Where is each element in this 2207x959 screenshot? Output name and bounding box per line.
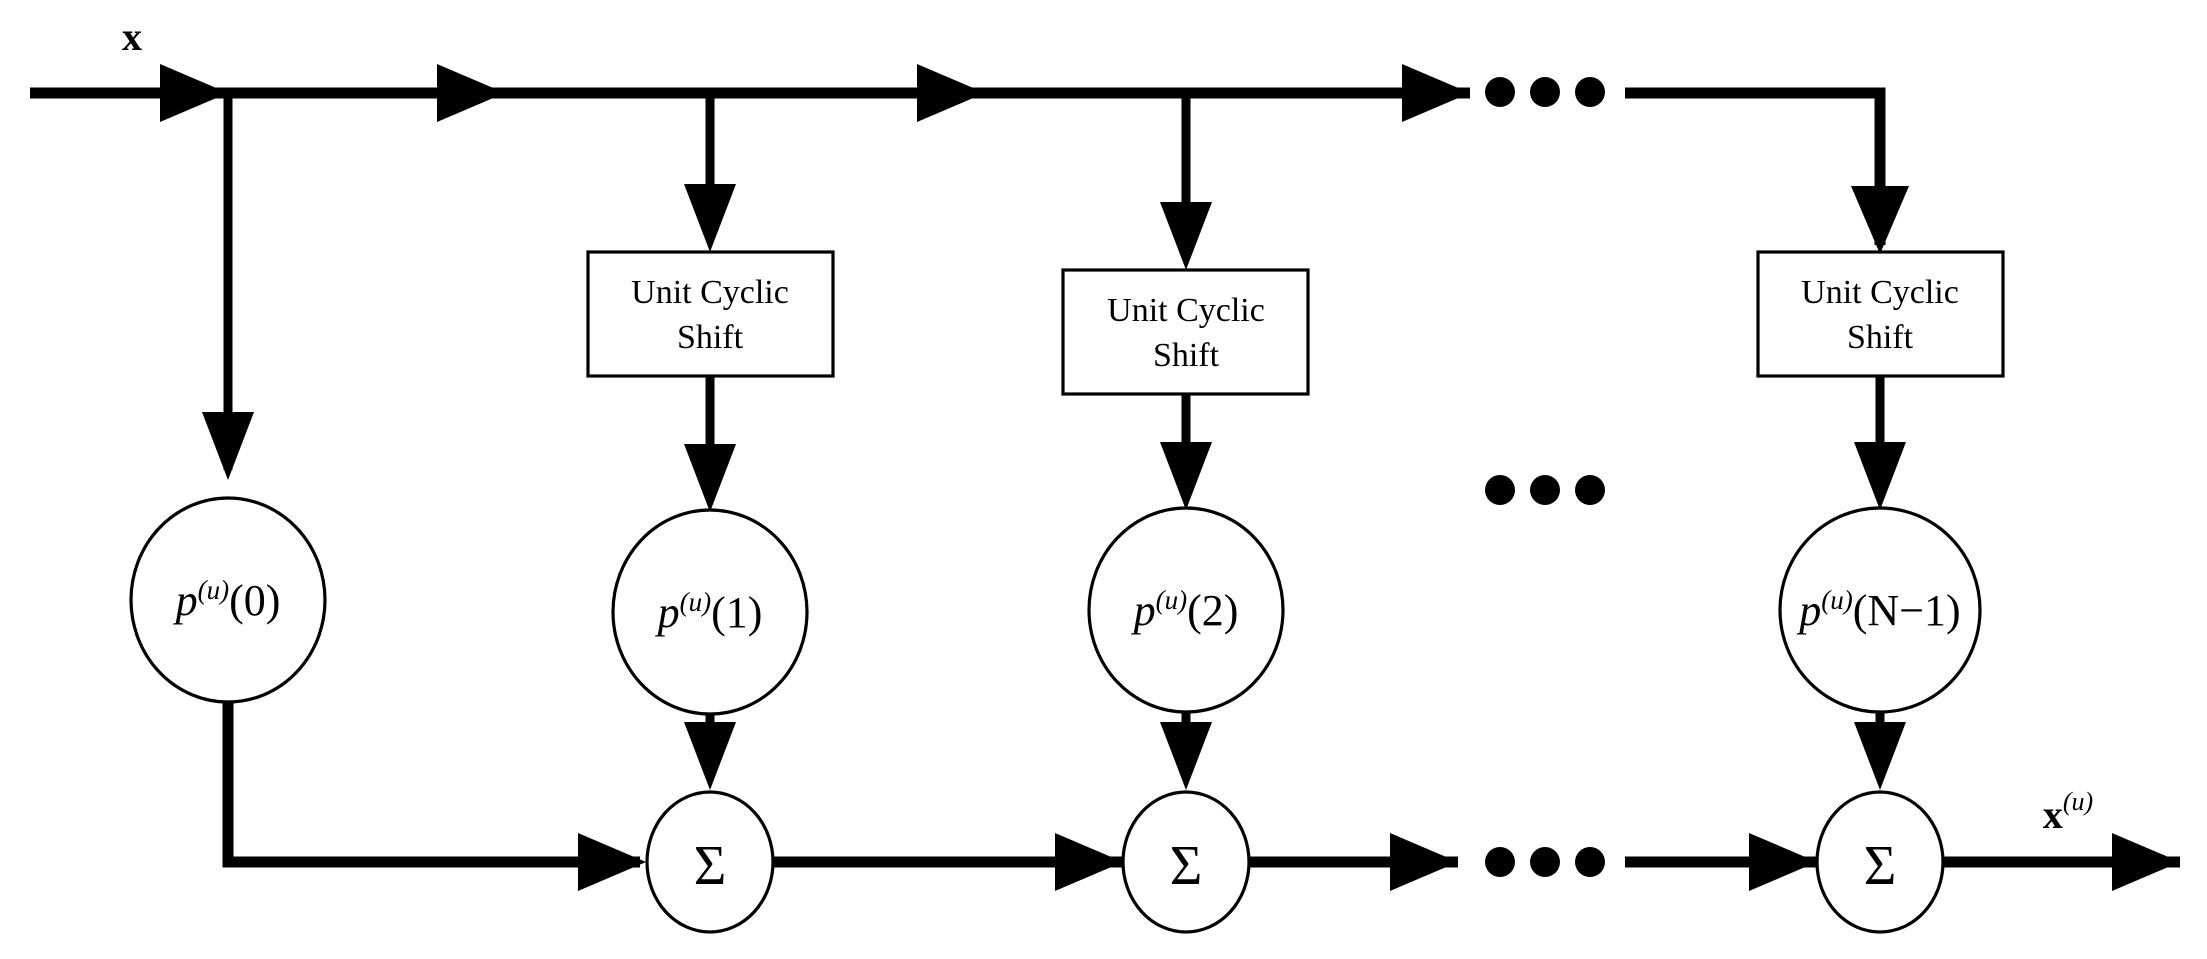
branch-2-group: Unit Cyclic Shift p(u)(2) [1061,93,1310,790]
branch-n-group: Unit Cyclic Shift p(u)(N−1) [1756,250,2005,790]
ellipsis-middle-dot-1 [1485,475,1515,505]
tap-node-0-label: p(u)(0) [173,575,281,625]
branch-0-to-sum-arrowhead-icon [578,833,646,891]
unit-cyclic-shift-block-2-line1: Unit Cyclic [1107,292,1265,329]
branch-arrowhead-n-icon [1851,186,1909,254]
tap-node-2-label: p(u)(2) [1131,585,1239,635]
bottom-bus-arrowhead-3-icon [1749,833,1817,891]
ellipsis-top [1485,77,1605,107]
branch-n-mid-arrowhead-icon [1854,442,1906,510]
branch-0-to-sum-wire [222,702,640,868]
adder-node-2-label: Σ [1170,835,1203,897]
branch-0-group: p(u)(0) [129,93,646,891]
branch-1-mid-arrowhead-icon [684,444,736,512]
top-bus-arrowhead-2-icon [917,64,985,122]
output-arrowhead-icon [2112,833,2180,891]
adder-node-3-label: Σ [1864,835,1897,897]
bottom-bus-arrowhead-1-icon [1055,833,1123,891]
branch-2-arrowhead-icon [1160,202,1212,270]
branch-1-arrowhead-icon [684,184,736,252]
top-bus-segment-4 [1625,87,1886,245]
ellipsis-middle-dot-2 [1530,475,1560,505]
top-bus-arrowhead-1-icon [437,64,505,122]
unit-cyclic-shift-block-3-line1: Unit Cyclic [1801,274,1959,311]
ellipsis-top-dot-3 [1575,77,1605,107]
ellipsis-middle [1485,475,1605,505]
ellipsis-bottom [1485,847,1605,877]
unit-cyclic-shift-block-1-line1: Unit Cyclic [631,274,789,311]
tap-node-n-label: p(u)(N−1) [1796,585,1960,635]
ellipsis-top-dot-2 [1530,77,1560,107]
branch-2-bottom-arrowhead-icon [1160,722,1212,790]
branch-2-mid-arrowhead-icon [1160,442,1212,510]
input-arrowhead-icon [160,64,228,122]
ellipsis-bottom-dot-3 [1575,847,1605,877]
unit-cyclic-shift-block-3-line2: Shift [1847,319,1914,356]
ellipsis-bottom-dot-1 [1485,847,1515,877]
branch-0-arrowhead-icon [202,412,254,480]
branch-n-bottom-arrowhead-icon [1854,722,1906,790]
unit-cyclic-shift-block-2[interactable] [1061,268,1310,396]
adder-node-1-label: Σ [694,835,727,897]
unit-cyclic-shift-block-3[interactable] [1756,250,2005,378]
ellipsis-top-dot-1 [1485,77,1515,107]
unit-cyclic-shift-block-2-line2: Shift [1153,337,1220,374]
tap-node-1-label: p(u)(1) [655,587,763,637]
input-signal-label: x [122,14,142,59]
ellipsis-middle-dot-3 [1575,475,1605,505]
top-bus-arrowhead-3-icon [1402,64,1470,122]
bottom-bus-group: Σ Σ Σ [645,790,2180,934]
branch-1-bottom-arrowhead-icon [684,722,736,790]
branch-1-group: Unit Cyclic Shift p(u)(1) [586,93,835,790]
output-signal-label: x(u) [2043,787,2093,837]
unit-cyclic-shift-block-1[interactable] [586,250,835,378]
bottom-bus-arrowhead-2-icon [1390,833,1458,891]
top-bus-group [30,64,1909,254]
ellipsis-bottom-dot-2 [1530,847,1560,877]
unit-cyclic-shift-block-1-line2: Shift [677,319,744,356]
